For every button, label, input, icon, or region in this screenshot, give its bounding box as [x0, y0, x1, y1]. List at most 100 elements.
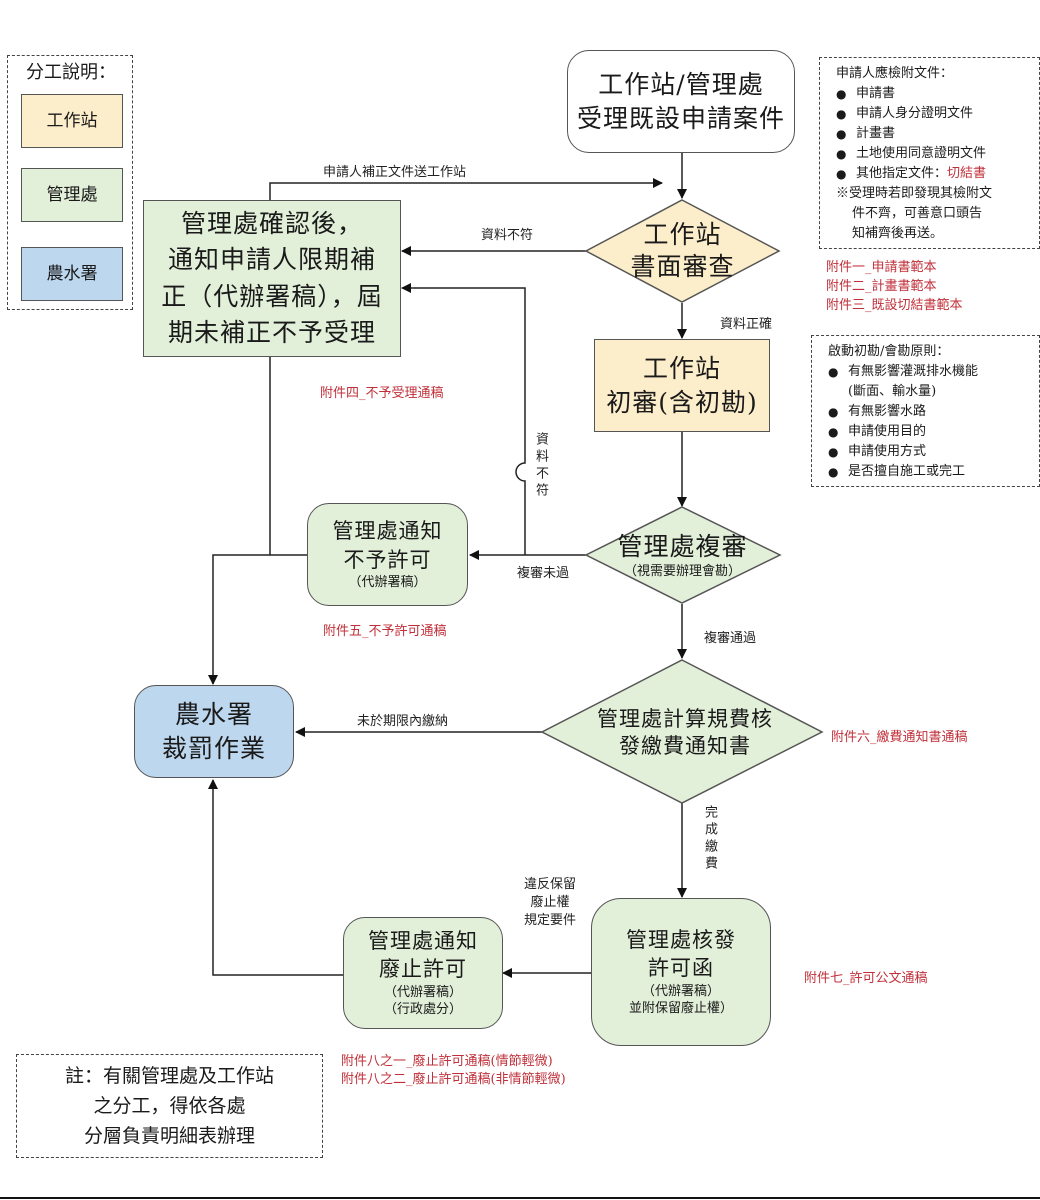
- inspection-rules-title: 啟動初勘/會勘原則：: [828, 344, 950, 359]
- node-fee-line2: 發繳費通知書: [619, 734, 751, 758]
- edge-resubmit: [269, 178, 663, 200]
- footnote-line: 之分工，得依各處: [93, 1095, 246, 1117]
- node-revoke[interactable]: 管理處通知 廢止許可 （代辦署稿） （行政處分）: [343, 917, 503, 1029]
- node-supplement-line: 通知申請人限期補: [167, 245, 376, 275]
- node-supplement-line: 正（代辦署稿），屆: [161, 281, 383, 311]
- legend-item-label: 工作站: [46, 110, 98, 131]
- node-penalty-line1: 農水署: [174, 699, 253, 729]
- inspection-rule-item: 是否擅自施工或完工: [828, 462, 1039, 482]
- node-permit-line2: 許可函: [648, 956, 714, 981]
- inspection-rules-list: 有無影響灌溉排水機能 (斷面、輸水量) 有無影響水路 申請使用目的 申請使用方式…: [828, 362, 1039, 482]
- node-initial-review-line1: 工作站: [642, 353, 721, 383]
- attachment-link-4[interactable]: 附件四_不予受理通稿: [320, 386, 444, 401]
- node-start-line2: 受理既設申請案件: [576, 103, 785, 133]
- node-revoke-line4: （行政處分）: [383, 1002, 462, 1018]
- required-docs-note-line: 件不齊，可善意口頭告: [852, 206, 983, 221]
- required-docs-list: 申請書 申請人身分證明文件 計畫書 土地使用同意證明文件 其他指定文件：切結書: [836, 84, 1039, 184]
- label-not-paid: 未於期限內繳納: [357, 714, 449, 729]
- required-doc-item: 申請人身分證明文件: [836, 104, 1039, 124]
- required-docs-title: 申請人應檢附文件：: [836, 66, 954, 81]
- edge-rereview-mismatch: [401, 283, 526, 555]
- label-data-mismatch-vertical: 資料不符: [533, 432, 548, 500]
- required-doc-item: 土地使用同意證明文件: [836, 144, 1039, 164]
- edge-revoke-to-penalty: [208, 779, 343, 976]
- node-supplement[interactable]: 管理處確認後， 通知申請人限期補 正（代辦署稿），屆 期未補正不予受理: [143, 200, 401, 357]
- legend-panel: 分工說明： 工作站 管理處 農水署: [7, 55, 133, 310]
- attachment-link-8-2[interactable]: 附件八之二_廢止許可通稿(非情節輕微): [341, 1072, 566, 1087]
- node-permit-line1: 管理處核發: [626, 928, 736, 953]
- required-docs-note-line: ※受理時若即發現其檢附文: [836, 186, 993, 201]
- attachment-link-6[interactable]: 附件六_繳費通知書通稿: [831, 730, 968, 745]
- node-revoke-line3: （代辦署稿）: [383, 984, 462, 1000]
- node-re-review[interactable]: 管理處複審 （視需要辦理會勘）: [600, 525, 765, 587]
- node-revoke-line2: 廢止許可: [379, 957, 467, 982]
- inspection-rule-item: 申請使用方式: [828, 442, 1039, 462]
- node-start[interactable]: 工作站/管理處 受理既設申請案件: [567, 50, 795, 153]
- attachment-link-3[interactable]: 附件三_既設切結書範本: [826, 298, 963, 313]
- node-deny-line3: （代辦署稿）: [348, 575, 427, 591]
- node-initial-review[interactable]: 工作站 初審(含初勘): [594, 339, 770, 432]
- node-supplement-line: 管理處確認後，: [180, 209, 363, 238]
- required-docs-note-line: 知補齊後再送。: [852, 226, 944, 241]
- attachments-8: 附件八之一_廢止許可通稿(情節輕微) 附件八之二_廢止許可通稿(非情節輕微): [341, 1053, 566, 1089]
- footnote-line: 分層負責明細表辦理: [83, 1125, 255, 1147]
- legend-item-agency: 農水署: [21, 247, 123, 301]
- node-deny[interactable]: 管理處通知 不予許可 （代辦署稿）: [307, 503, 468, 606]
- node-fee-line1: 管理處計算規費核: [597, 706, 773, 731]
- required-docs-panel: 申請人應檢附文件： 申請書 申請人身分證明文件 計畫書 土地使用同意證明文件 其…: [819, 57, 1040, 249]
- diamond-re-review: [584, 506, 782, 604]
- legend-item-station: 工作站: [21, 94, 123, 148]
- node-paper-review[interactable]: 工作站 書面審查: [600, 212, 765, 290]
- diamond-paper-review: [584, 199, 781, 303]
- node-permit[interactable]: 管理處核發 許可函 （代辦署稿） 並附保留廢止權）: [591, 898, 771, 1046]
- label-re-review-failed: 複審未過: [517, 566, 570, 581]
- node-paper-review-line2: 書面審查: [630, 252, 735, 281]
- inspection-rule-item: 申請使用目的: [828, 422, 1039, 442]
- legend-title: 分工說明：: [26, 62, 116, 83]
- footnote-line: 註：有關管理處及工作站: [64, 1065, 274, 1087]
- node-penalty[interactable]: 農水署 裁罰作業: [134, 685, 294, 778]
- label-payment-done: 完成繳費: [702, 805, 717, 873]
- attachment-link-8-1[interactable]: 附件八之一_廢止許可通稿(情節輕微): [341, 1054, 553, 1069]
- label-re-review-passed: 複審通過: [704, 631, 757, 646]
- node-supplement-line: 期未補正不予受理: [167, 317, 376, 347]
- label-violation-line: 廢止權: [530, 895, 570, 910]
- node-re-review-line1: 管理處複審: [617, 532, 748, 562]
- node-permit-line3: （代辦署稿）: [641, 983, 720, 999]
- node-penalty-line2: 裁罰作業: [161, 733, 266, 763]
- node-deny-line1: 管理處通知: [332, 519, 443, 544]
- node-deny-line2: 不予許可: [343, 547, 432, 572]
- label-violation: 違反保留 廢止權 規定要件: [524, 876, 576, 930]
- required-doc-affidavit-link[interactable]: 切結書: [947, 166, 987, 181]
- node-paper-review-line1: 工作站: [643, 219, 722, 249]
- inspection-rule-item: 有無影響灌溉排水機能 (斷面、輸水量): [828, 362, 1039, 402]
- node-start-line1: 工作站/管理處: [598, 69, 764, 99]
- required-doc-other-prefix: 其他指定文件：: [856, 166, 948, 181]
- footnote-panel: 註：有關管理處及工作站 之分工，得依各處 分層負責明細表辦理: [16, 1054, 323, 1158]
- required-doc-item: 計畫書: [836, 124, 1039, 144]
- label-data-correct: 資料正確: [720, 317, 773, 332]
- label-resubmit: 申請人補正文件送工作站: [323, 165, 467, 180]
- attachment-link-7[interactable]: 附件七_許可公文通稿: [804, 971, 928, 986]
- label-violation-line: 違反保留: [524, 877, 577, 892]
- edge-deny-to-penalty: [208, 554, 307, 685]
- legend-item-label: 農水署: [46, 263, 98, 284]
- attachments-1-3: 附件一_申請書範本 附件二_計畫書範本 附件三_既設切結書範本: [826, 258, 963, 315]
- node-initial-review-line2: 初審(含初勘): [606, 387, 758, 417]
- node-fee[interactable]: 管理處計算規費核 發繳費通知書: [585, 700, 785, 766]
- attachment-link-5[interactable]: 附件五_不予許可通稿: [323, 624, 447, 639]
- node-re-review-line2: （視需要辦理會勘）: [623, 563, 741, 579]
- required-doc-item: 申請書: [836, 84, 1039, 104]
- attachment-link-1[interactable]: 附件一_申請書範本: [826, 260, 937, 275]
- attachment-link-2[interactable]: 附件二_計畫書範本: [826, 279, 937, 294]
- node-permit-line4: 並附保留廢止權）: [628, 1001, 733, 1017]
- node-revoke-line1: 管理處通知: [368, 929, 478, 954]
- diamond-fee: [540, 659, 824, 804]
- inspection-rule-subtext: (斷面、輸水量): [848, 384, 937, 399]
- label-violation-line: 規定要件: [524, 913, 577, 928]
- inspection-rule-item: 有無影響水路: [828, 402, 1039, 422]
- legend-item-office: 管理處: [21, 168, 123, 222]
- legend-item-label: 管理處: [46, 184, 98, 205]
